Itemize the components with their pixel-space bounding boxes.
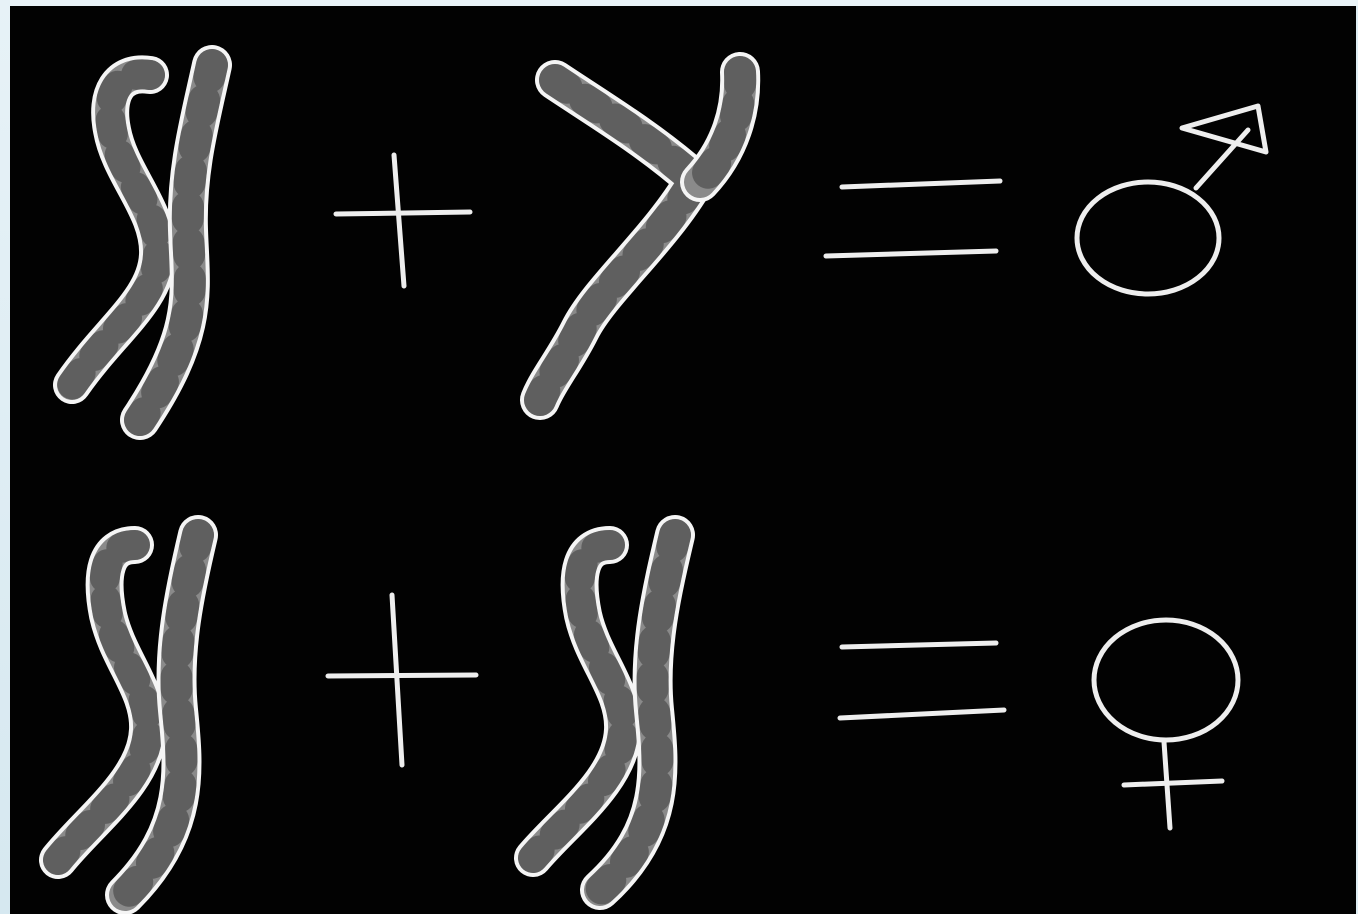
plus-sign-icon <box>328 595 476 765</box>
equals-sign-icon <box>826 181 1000 256</box>
plus-sign-icon <box>336 155 470 286</box>
equals-sign-icon <box>840 643 1004 718</box>
row-1-equation <box>72 65 1266 420</box>
frame-left-border <box>0 0 10 914</box>
x-chromosome-icon <box>58 535 198 895</box>
chromosome-illustration <box>10 6 1356 914</box>
male-symbol-icon <box>1077 106 1266 294</box>
x-chromosome-icon <box>533 535 675 890</box>
chromosome-photo <box>10 6 1356 914</box>
row-2-equation <box>58 535 1238 895</box>
x-chromosome-icon <box>72 65 212 420</box>
y-chromosome-icon <box>540 72 740 400</box>
female-symbol-icon <box>1094 620 1238 828</box>
